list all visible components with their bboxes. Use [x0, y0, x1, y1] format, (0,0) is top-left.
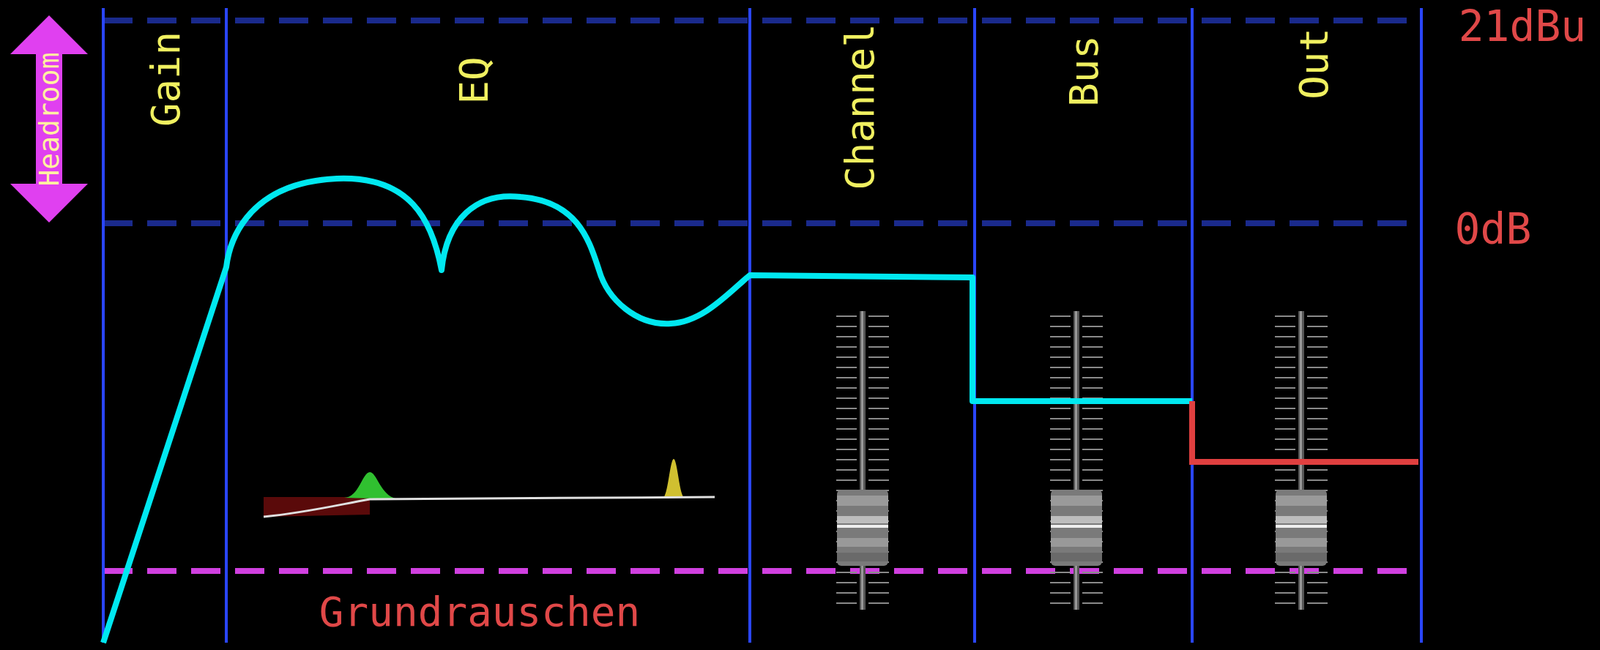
noise-floor-label: Grundrauschen — [319, 591, 640, 633]
level-label: 0dB — [1455, 207, 1532, 251]
channel-fader — [824, 311, 902, 610]
column-label: EQ — [454, 56, 495, 104]
column-label: Channel — [840, 23, 881, 191]
column-lines — [103, 8, 1422, 643]
headroom-arrow — [10, 15, 88, 223]
column-label: Out — [1294, 27, 1335, 100]
output-level — [1192, 401, 1419, 463]
level-lines — [103, 20, 1422, 572]
signal-level — [103, 178, 1193, 643]
column-label: Bus — [1064, 35, 1105, 107]
bus-fader — [1038, 311, 1116, 610]
column-label: Gain — [146, 31, 186, 127]
eq-curve — [263, 459, 715, 517]
headroom-label: Headroom — [35, 51, 63, 186]
level-label: 21dBu — [1458, 5, 1587, 48]
